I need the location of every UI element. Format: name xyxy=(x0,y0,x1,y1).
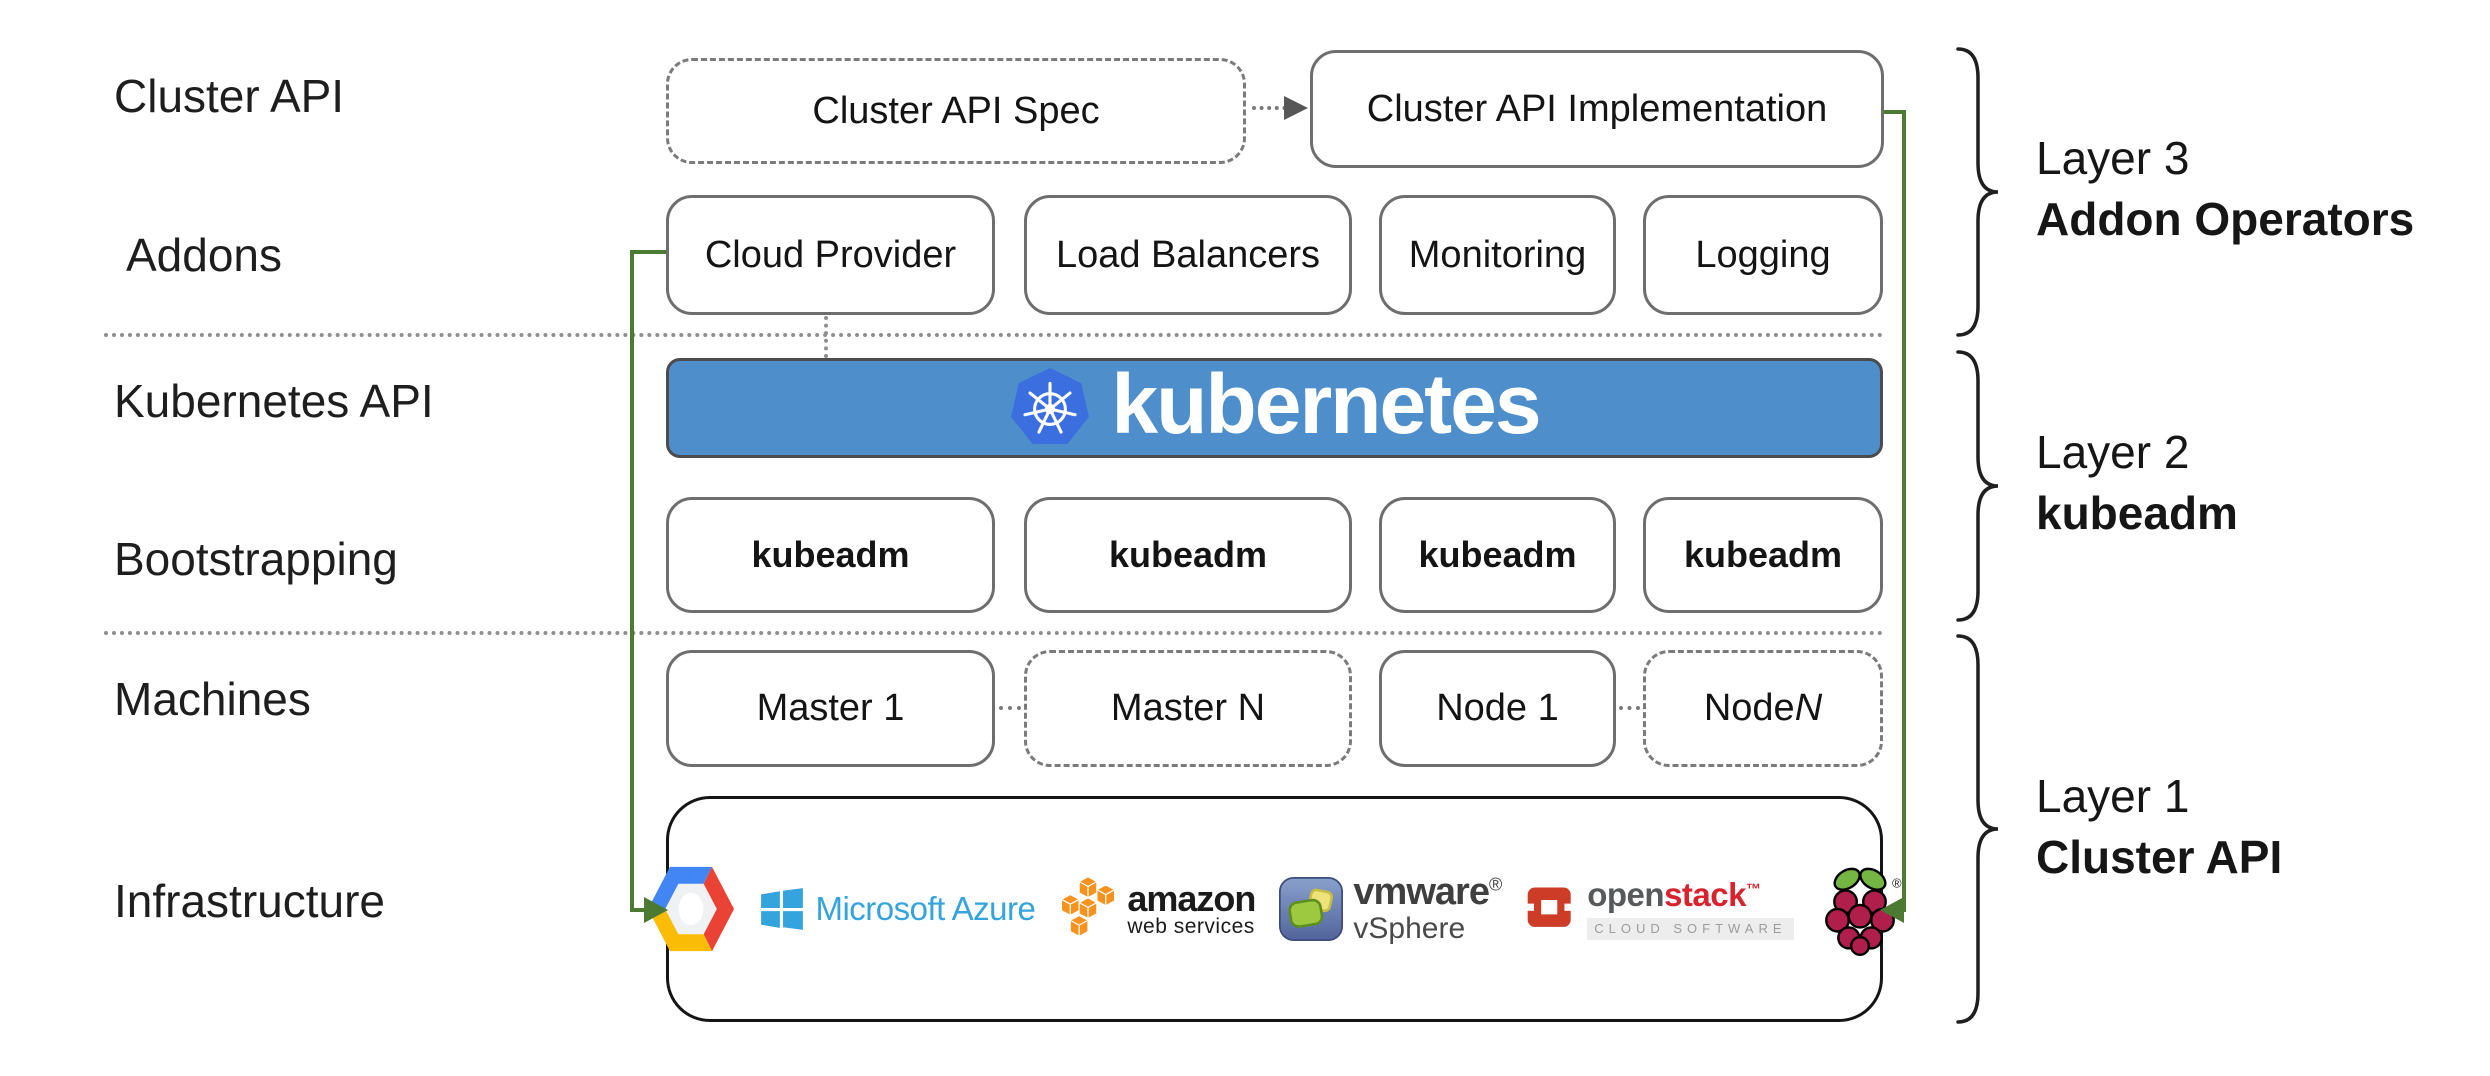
arrow-left-icon xyxy=(1880,897,1904,923)
green-connector-left-vertical xyxy=(630,250,634,912)
openstack-logo: openstack™ CLOUD SOFTWARE xyxy=(1525,876,1794,940)
master-n-box: Master N xyxy=(1024,650,1352,767)
row-label-addons: Addons xyxy=(126,229,283,281)
vmware-subtitle: vSphere xyxy=(1353,912,1466,946)
kubeadm-box-2: kubeadm xyxy=(1024,497,1352,613)
registered-mark: ® xyxy=(1892,875,1902,890)
layer2-annotation: Layer 2 kubeadm xyxy=(2036,426,2238,540)
openstack-text: openstack™ CLOUD SOFTWARE xyxy=(1587,876,1794,940)
microsoft-azure-logo: Microsoft Azure xyxy=(759,886,1036,932)
cloud-provider-to-kubernetes-dotted-line xyxy=(824,316,828,358)
aws-logo: amazon web services xyxy=(1059,876,1256,942)
aws-subtitle: web services xyxy=(1127,914,1255,938)
layer1-annotation: Layer 1 Cluster API xyxy=(2036,770,2282,884)
layer1-title: Layer 1 xyxy=(2036,770,2190,822)
node-n-box: Node N xyxy=(1643,650,1883,767)
node-n-label: Node xyxy=(1703,687,1795,729)
row-label-machines: Machines xyxy=(114,673,311,725)
trademark-mark: ™ xyxy=(1745,881,1761,899)
vsphere-icon xyxy=(1279,876,1344,941)
node-ellipsis-dots xyxy=(1619,706,1640,710)
monitoring-box: Monitoring xyxy=(1379,195,1616,315)
row-label-infrastructure: Infrastructure xyxy=(114,875,385,927)
kubeadm-box-4: kubeadm xyxy=(1643,497,1883,613)
azure-label: Microsoft Azure xyxy=(815,890,1036,927)
layer1-subtitle: Cluster API xyxy=(2036,830,2283,883)
row-label-kubernetes-api: Kubernetes API xyxy=(114,375,434,427)
kubeadm-box-3: kubeadm xyxy=(1379,497,1616,613)
layer2-title: Layer 2 xyxy=(2036,426,2190,478)
registered-mark: ® xyxy=(1488,874,1502,895)
vmware-vsphere-logo: vmware® vSphere xyxy=(1279,871,1502,946)
layer3-brace xyxy=(1956,47,1999,337)
layer2-brace xyxy=(1956,350,1999,622)
layer3-subtitle: Addon Operators xyxy=(2036,192,2415,245)
cloud-provider-box: Cloud Provider xyxy=(666,195,995,315)
layer3-title: Layer 3 xyxy=(2036,132,2190,184)
green-connector-left-stub xyxy=(630,908,648,912)
green-connector-left-horizontal xyxy=(630,250,666,254)
master-1-box: Master 1 xyxy=(666,650,995,767)
master-ellipsis-dots xyxy=(999,706,1021,710)
raspberry-pi-logo: ® xyxy=(1818,860,1902,958)
kubernetes-logo-icon xyxy=(1011,368,1090,444)
raspberry-pi-icon: ® xyxy=(1824,867,1902,956)
logging-box: Logging xyxy=(1643,195,1883,315)
arrow-right-icon xyxy=(644,897,668,923)
infrastructure-box: Microsoft Azure amazon web services xyxy=(648,796,1902,1022)
row-label-cluster-api: Cluster API xyxy=(114,70,345,122)
aws-title: amazon xyxy=(1127,878,1256,920)
openstack-title: openstack™ xyxy=(1587,876,1761,914)
openstack-icon xyxy=(1525,887,1574,927)
node-n-variable: N xyxy=(1794,687,1823,729)
row-label-bootstrapping: Bootstrapping xyxy=(114,533,398,585)
vmware-title: vmware® xyxy=(1353,871,1502,914)
separator-addons-kubernetes xyxy=(104,333,1884,337)
microsoft-window-icon xyxy=(761,888,804,930)
arrow-right-icon xyxy=(1284,96,1308,120)
node-1-box: Node 1 xyxy=(1379,650,1616,767)
openstack-subtitle: CLOUD SOFTWARE xyxy=(1587,918,1794,940)
vmware-text: vmware® vSphere xyxy=(1353,871,1502,946)
layer1-brace xyxy=(1956,634,1999,1024)
green-connector-right-vertical xyxy=(1902,110,1906,912)
aws-text: amazon web services xyxy=(1127,878,1256,938)
cluster-api-spec-box: Cluster API Spec xyxy=(666,58,1246,164)
aws-cubes-icon xyxy=(1061,876,1116,938)
kubernetes-wordmark: kubernetes xyxy=(1111,357,1541,451)
separator-bootstrapping-machines xyxy=(104,631,1884,635)
cluster-api-implementation-box: Cluster API Implementation xyxy=(1310,50,1884,168)
layer3-annotation: Layer 3 Addon Operators xyxy=(2036,132,2414,246)
green-connector-right-horizontal xyxy=(1884,110,1906,114)
layer2-subtitle: kubeadm xyxy=(2036,486,2238,539)
load-balancers-box: Load Balancers xyxy=(1024,195,1352,315)
kubernetes-banner: kubernetes xyxy=(666,358,1883,458)
kubeadm-box-1: kubeadm xyxy=(666,497,995,613)
spec-to-implementation-dotted-line xyxy=(1252,106,1294,110)
